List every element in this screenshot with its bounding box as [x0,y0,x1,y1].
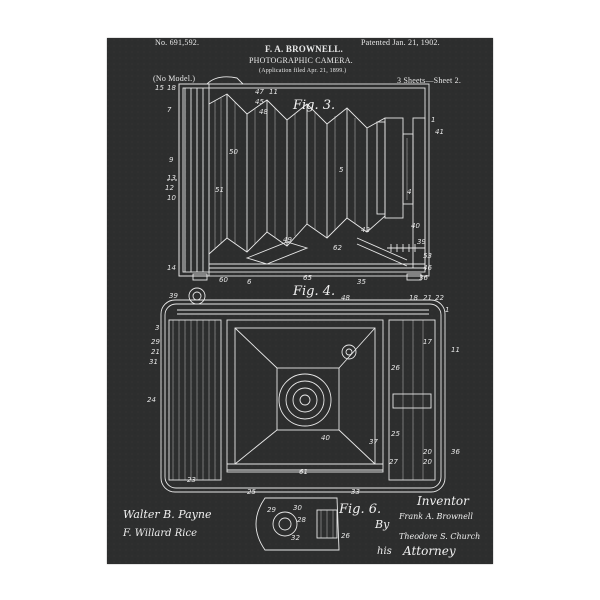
ref-numeral: 61 [299,468,308,476]
ref-numeral: 41 [435,128,444,136]
fig4-case-outline [160,299,446,493]
ref-numeral: 62 [333,244,342,252]
ref-numeral: 15 [155,84,164,92]
ref-numeral: 36 [451,448,460,456]
ref-numeral: 12 [165,184,174,192]
ref-numeral: 14 [167,264,176,272]
ref-numeral: 7 [167,106,172,114]
ref-numeral: 11 [451,346,460,354]
ref-numeral: 49 [283,236,292,244]
ref-numeral: 39 [169,292,178,300]
fig4-label: Fig. 4. [293,284,336,299]
ref-numeral: 48 [341,294,350,302]
ref-numeral: 50 [229,148,238,156]
fig4-lens [278,373,332,427]
witness-signature-1: Walter B. Payne [123,508,212,521]
ref-numeral: 35 [357,278,366,286]
ref-numeral: 1 [431,116,436,124]
inventor-label: Inventor [417,494,469,508]
attorney-label: Attorney [403,544,456,558]
patent-title: PHOTOGRAPHIC CAMERA. [249,56,353,65]
ref-numeral: 1 [445,306,450,314]
inventor-name: F. A. BROWNELL. [265,44,343,54]
model-note: (No Model.) [153,74,196,83]
ref-numeral: 26 [341,532,350,540]
ref-numeral: 48 [259,108,268,116]
ref-numeral: 3 [155,324,160,332]
ref-numeral: 25 [391,430,400,438]
sheet-count: 3 Sheets—Sheet 2. [397,76,462,85]
ref-numeral: 20 [423,448,432,456]
ref-numeral: 53 [423,252,432,260]
fig6-label: Fig. 6. [339,502,382,517]
ref-numeral: 47 [255,88,264,96]
ref-numeral: 24 [147,396,156,404]
ref-numeral: 9 [169,156,174,164]
witness-signature-2: F. Willard Rice [123,528,198,539]
ref-numeral: 28 [297,516,306,524]
ref-numeral: 4 [407,188,412,196]
fig4-drawing [160,287,446,493]
fig3-drawing [167,76,430,281]
ref-numeral: 46 [423,264,432,272]
fig6-drawing [255,497,340,551]
application-date: (Application filed Apr. 21, 1899.) [259,68,347,74]
ref-numeral: 45 [255,98,264,106]
ref-numeral: 32 [291,534,300,542]
ref-numeral: 37 [369,438,378,446]
ref-numeral: 65 [303,274,312,282]
ref-numeral: 10 [167,194,176,202]
ref-numeral: 27 [389,458,398,466]
patent-date: Patented Jan. 21, 1902. [361,38,440,47]
ref-numeral: 26 [391,364,400,372]
ref-numeral: 51 [215,186,224,194]
ref-numeral: 23 [187,476,196,484]
ref-numeral: 6 [247,278,252,286]
inventor-signature: Frank A. Brownell [399,512,473,521]
ref-numeral: 21 [151,348,160,356]
ref-numeral: 18 [409,294,418,302]
ref-numeral: 5 [339,166,344,174]
ref-numeral: 29 [151,338,160,346]
ref-numeral: 29 [267,506,276,514]
ref-numeral: 21 [423,294,432,302]
ref-numeral: 22 [435,294,444,302]
by-label: By [375,518,390,531]
attorney-signature: Theodore S. Church [399,532,481,541]
ref-numeral: 60 [219,276,228,284]
ref-numeral: 17 [423,338,432,346]
ref-numeral: 30 [293,504,302,512]
ref-numeral: 42 [361,226,370,234]
ref-numeral: 25 [247,488,256,496]
patent-drawing-sheet: No. 691,592. Patented Jan. 21, 1902. F. … [107,38,493,564]
ref-numeral: 33 [351,488,360,496]
ref-numeral: 11 [269,88,278,96]
ref-numeral: 13 [167,174,176,182]
fig3-label: Fig. 3. [293,98,336,113]
ref-numeral: 18 [167,84,176,92]
ref-numeral: 40 [321,434,330,442]
ref-numeral: 36 [419,274,428,282]
his-label: his [377,546,392,557]
ref-numeral: 31 [149,358,158,366]
ref-numeral: 39 [417,238,426,246]
patent-number: No. 691,592. [155,38,200,47]
ref-numeral: 40 [411,222,420,230]
camera-line-drawing [107,38,493,564]
ref-numeral: 20 [423,458,432,466]
